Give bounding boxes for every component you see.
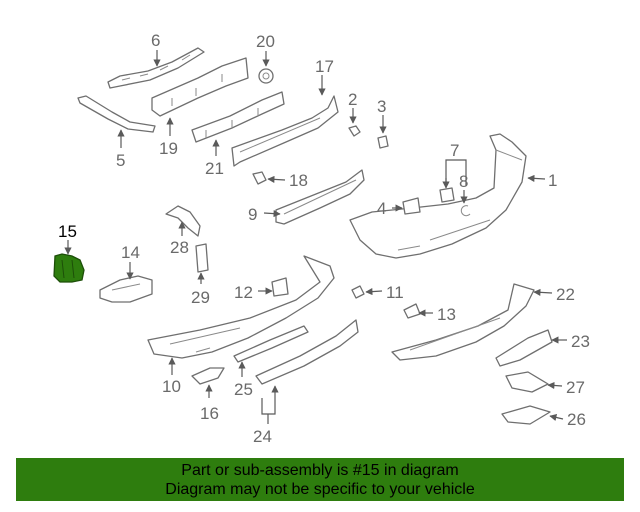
callout-27: 27 [566, 378, 585, 397]
callout-8: 8 [459, 172, 468, 191]
part-12-shape[interactable] [271, 277, 289, 297]
callout-25: 25 [234, 380, 253, 399]
callout-5: 5 [116, 151, 125, 170]
callout-29: 29 [191, 288, 210, 307]
part-17-shape[interactable] [231, 95, 339, 167]
part-29-shape[interactable] [195, 243, 209, 273]
part-26-shape[interactable] [501, 405, 551, 425]
callout-23: 23 [571, 332, 590, 351]
part-14-shape[interactable] [99, 275, 153, 303]
part-18-shape[interactable] [252, 171, 267, 185]
part-10-shape[interactable] [147, 255, 335, 359]
callout-labels: 6 20 17 2 3 5 19 21 18 7 8 1 4 9 15 14 2… [58, 31, 590, 446]
callout-9: 9 [248, 205, 257, 224]
part-23-shape[interactable] [495, 329, 553, 367]
part-15-shape[interactable] [53, 253, 85, 283]
part-19-shape[interactable] [151, 57, 249, 117]
part-7-shape[interactable] [439, 187, 455, 203]
callout-24: 24 [253, 427, 272, 446]
callout-7: 7 [450, 141, 459, 160]
part-28-shape[interactable] [165, 205, 201, 237]
callout-12: 12 [234, 283, 253, 302]
part-22-shape[interactable] [391, 283, 535, 361]
part-21-shape[interactable] [191, 91, 285, 143]
callout-2: 2 [348, 90, 357, 109]
callout-20: 20 [256, 32, 275, 51]
callout-22: 22 [556, 285, 575, 304]
part-3-shape[interactable] [377, 135, 389, 149]
callout-10: 10 [162, 377, 181, 396]
leader-lines [64, 50, 567, 424]
callout-3: 3 [377, 97, 386, 116]
callout-15: 15 [58, 222, 77, 241]
callout-6: 6 [151, 31, 160, 50]
part-13-shape[interactable] [403, 303, 421, 319]
part-1-shape[interactable] [349, 133, 527, 259]
part-2-shape[interactable] [348, 125, 361, 137]
callout-21: 21 [205, 159, 224, 178]
part-25-shape[interactable] [233, 325, 309, 363]
callout-13: 13 [437, 305, 456, 324]
callout-28: 28 [170, 238, 189, 257]
callout-19: 19 [159, 139, 178, 158]
part-9-shape[interactable] [275, 169, 365, 225]
part-24-shape[interactable] [255, 319, 359, 385]
banner-line-1: Part or sub-assembly is #15 in diagram [181, 462, 459, 479]
part-4-shape[interactable] [402, 197, 421, 215]
part-27-shape[interactable] [505, 371, 549, 393]
callout-17: 17 [315, 57, 334, 76]
part-11-shape[interactable] [351, 285, 365, 299]
callout-1: 1 [548, 171, 557, 190]
part-16-shape[interactable] [191, 367, 225, 385]
part-6-shape[interactable] [107, 47, 205, 89]
part-5-shape[interactable] [77, 95, 156, 133]
callout-4: 4 [377, 199, 386, 218]
callout-14: 14 [121, 243, 140, 262]
banner-line-2: Diagram may not be specific to your vehi… [165, 481, 475, 498]
callout-16: 16 [200, 404, 219, 423]
part-8-shape[interactable] [460, 205, 471, 217]
callout-11: 11 [386, 283, 404, 302]
part-20-shape[interactable] [258, 68, 274, 84]
callout-26: 26 [567, 410, 586, 429]
highlight-banner: Part or sub-assembly is #15 in diagram D… [16, 458, 624, 501]
callout-18: 18 [289, 171, 308, 190]
parts-diagram: 6 20 17 2 3 5 19 21 18 7 8 1 4 9 15 14 2… [53, 31, 590, 446]
